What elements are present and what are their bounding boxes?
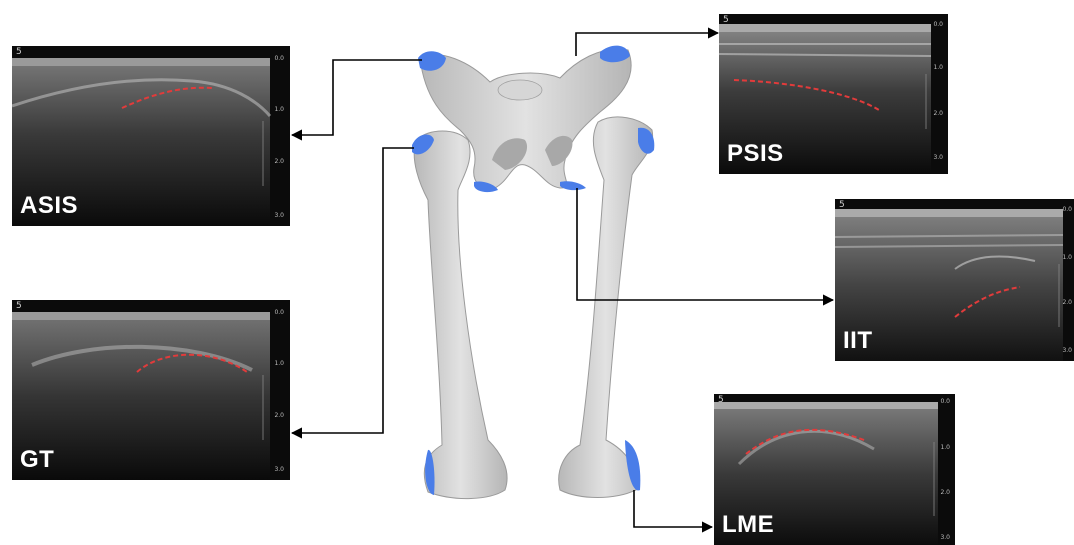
ultrasound-panel-iit: 5 0.0 1.0 2.0 3.0 IIT (835, 199, 1074, 361)
depth-tick: 3.0 (933, 154, 943, 161)
probe-tag: 5 (16, 301, 22, 311)
arrow-gt (292, 148, 414, 433)
probe-tag: 5 (16, 47, 22, 57)
panel-label-asis: ASIS (20, 192, 78, 220)
depth-tick: 2.0 (933, 110, 943, 117)
depth-tick: 1.0 (940, 444, 950, 451)
right-femur (559, 117, 653, 498)
depth-tick: 0.0 (274, 309, 284, 316)
depth-tick: 3.0 (940, 534, 950, 541)
iit-landmark-right (560, 181, 586, 190)
ultrasound-panel-psis: 5 0.0 1.0 2.0 3.0 PSIS (719, 14, 948, 174)
arrow-asis (292, 60, 422, 135)
panel-label-psis: PSIS (727, 140, 784, 168)
depth-tick: 2.0 (274, 158, 284, 165)
ultrasound-panel-lme: 5 0.0 1.0 2.0 3.0 LME (714, 394, 955, 545)
depth-tick: 2.0 (940, 489, 950, 496)
panel-label-iit: IIT (843, 327, 873, 355)
depth-tick: 2.0 (274, 412, 284, 419)
ultrasound-panel-gt: 5 0.0 1.0 2.0 3.0 GT (12, 300, 290, 480)
depth-tick: 0.0 (933, 21, 943, 28)
panel-label-lme: LME (722, 511, 774, 539)
ultrasound-panel-asis: 5 0.0 1.0 2.0 3.0 ASIS (12, 46, 290, 226)
probe-tag: 5 (718, 395, 724, 405)
depth-tick: 0.0 (940, 398, 950, 405)
depth-tick: 3.0 (1062, 347, 1072, 354)
depth-tick: 1.0 (274, 360, 284, 367)
depth-tick: 1.0 (274, 106, 284, 113)
depth-tick: 1.0 (933, 64, 943, 71)
arrow-lme (634, 490, 712, 527)
panel-label-gt: GT (20, 446, 54, 474)
probe-tag: 5 (723, 15, 729, 25)
depth-tick: 1.0 (1062, 254, 1072, 261)
depth-tick: 3.0 (274, 466, 284, 473)
depth-tick: 0.0 (274, 55, 284, 62)
depth-tick: 2.0 (1062, 299, 1072, 306)
depth-tick: 3.0 (274, 212, 284, 219)
probe-tag: 5 (839, 200, 845, 210)
depth-tick: 0.0 (1062, 206, 1072, 213)
